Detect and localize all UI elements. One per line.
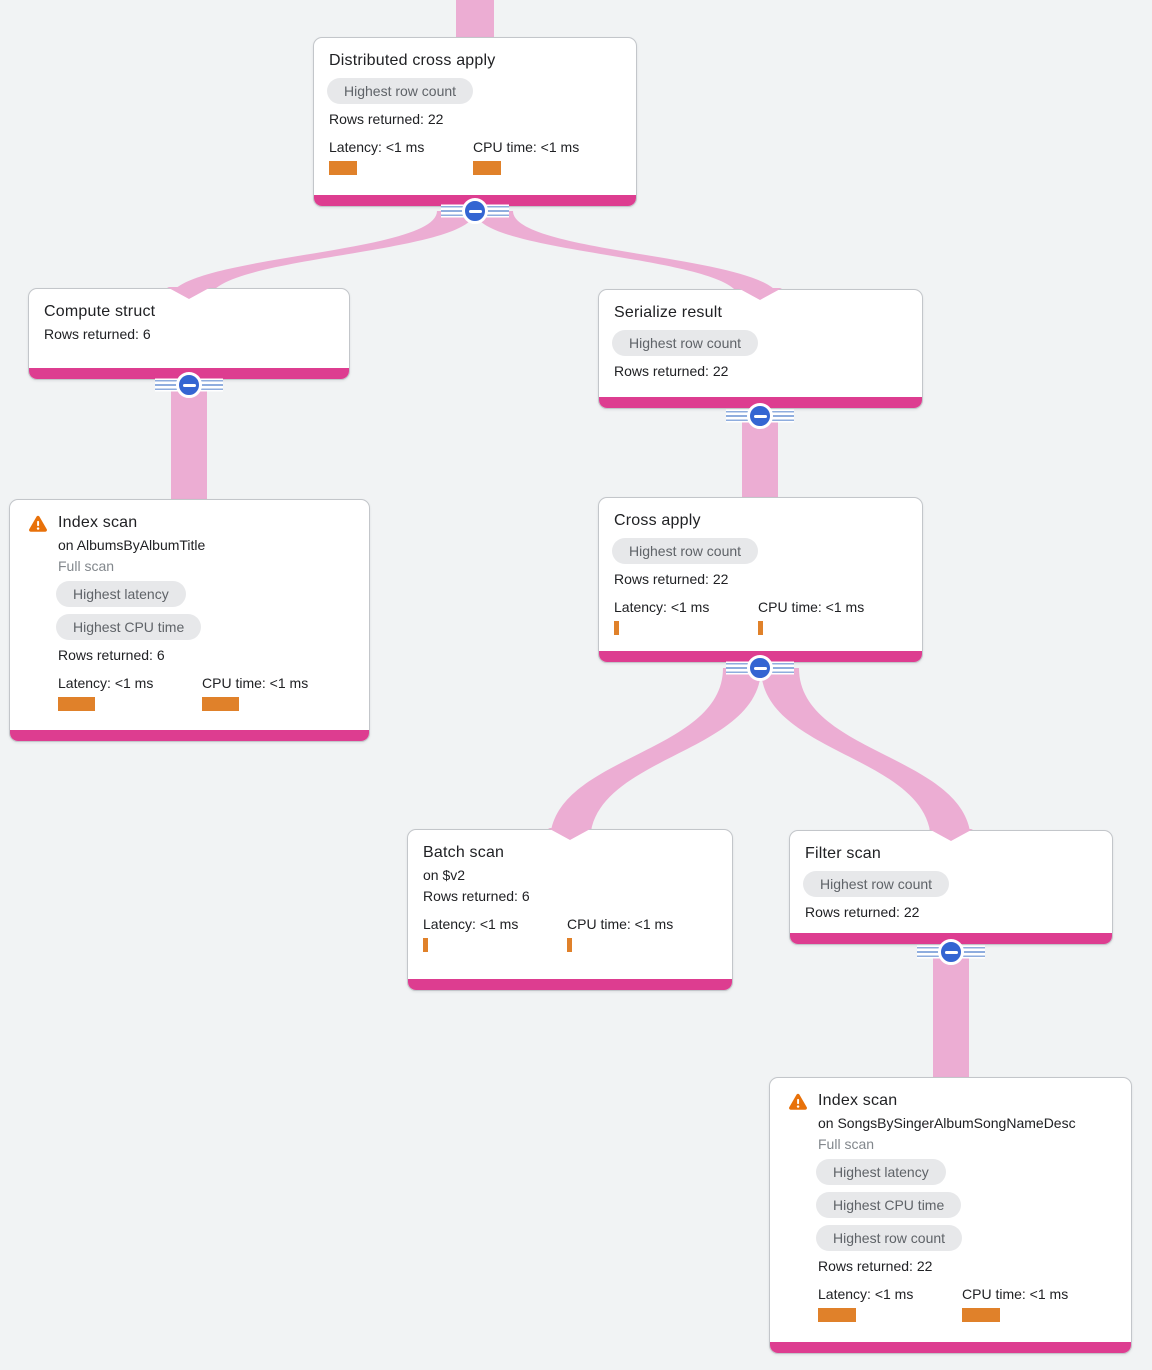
latency-label: Latency: <1 ms	[423, 916, 519, 932]
rows-returned: Rows returned: 6	[58, 647, 165, 663]
badge-highest-row-count: Highest row count	[612, 330, 759, 356]
plan-node-filter-scan[interactable]: Filter scan Highest row count Rows retur…	[789, 830, 1113, 945]
node-accent-bar	[790, 933, 1112, 944]
rows-returned: Rows returned: 22	[818, 1258, 933, 1274]
edge-cross-apply-to-batch-scan	[550, 668, 761, 842]
node-target: on $v2	[423, 867, 466, 883]
cpu-time-label: CPU time: <1 ms	[202, 675, 309, 691]
node-title: Filter scan	[805, 845, 881, 862]
collapse-button-filter-scan[interactable]	[917, 939, 985, 965]
latency-bar	[818, 1308, 856, 1322]
cpu-time-bar	[473, 161, 501, 175]
node-target: on SongsBySingerAlbumSongNameDesc	[818, 1115, 1076, 1131]
node-title: Compute struct	[44, 303, 156, 320]
minus-icon	[462, 198, 488, 224]
cpu-time-bar	[758, 621, 763, 635]
plan-node-serialize-result[interactable]: Serialize result Highest row count Rows …	[598, 289, 923, 409]
cpu-time-label: CPU time: <1 ms	[473, 139, 580, 155]
node-target: on AlbumsByAlbumTitle	[58, 537, 206, 553]
plan-node-cross-apply[interactable]: Cross apply Highest row count Rows retur…	[598, 497, 923, 663]
edge-distributed-cross-apply-to-compute-struct	[169, 211, 475, 300]
rows-returned: Rows returned: 22	[329, 111, 444, 127]
latency-bar	[58, 697, 95, 711]
collapse-button-distributed-cross-apply[interactable]	[441, 198, 509, 224]
rows-returned: Rows returned: 22	[614, 571, 729, 587]
cpu-time-bar	[567, 938, 572, 952]
edge-filter-scan-to-index-scan	[933, 952, 969, 1085]
collapse-button-cross-apply[interactable]	[726, 655, 794, 681]
cpu-time-label: CPU time: <1 ms	[758, 599, 865, 615]
badge-highest-latency: Highest latency	[56, 581, 186, 607]
latency-bar	[423, 938, 428, 952]
node-title: Distributed cross apply	[329, 52, 496, 69]
plan-node-index-scan-songs[interactable]: Index scan on SongsBySingerAlbumSongName…	[769, 1077, 1132, 1354]
collapse-button-compute-struct[interactable]	[155, 372, 223, 398]
plan-node-distributed-cross-apply[interactable]: Distributed cross apply Highest row coun…	[313, 37, 637, 207]
collapse-button-serialize-result[interactable]	[726, 403, 794, 429]
badge-highest-row-count: Highest row count	[612, 538, 759, 564]
plan-node-batch-scan[interactable]: Batch scan on $v2 Rows returned: 6 Laten…	[407, 829, 733, 991]
minus-icon	[747, 655, 773, 681]
scan-type: Full scan	[58, 558, 115, 574]
node-title: Index scan	[818, 1092, 898, 1109]
plan-node-index-scan-albums[interactable]: Index scan on AlbumsByAlbumTitle Full sc…	[9, 499, 370, 742]
latency-label: Latency: <1 ms	[58, 675, 154, 691]
node-title: Batch scan	[423, 844, 505, 861]
badge-highest-row-count: Highest row count	[327, 78, 474, 104]
warning-icon	[788, 1093, 808, 1342]
node-accent-bar	[599, 397, 922, 408]
edge-distributed-cross-apply-to-serialize-result	[475, 211, 780, 300]
cpu-time-label: CPU time: <1 ms	[962, 1286, 1069, 1302]
cpu-time-label: CPU time: <1 ms	[567, 916, 674, 932]
edge-cross-apply-to-filter-scan	[761, 668, 971, 842]
node-accent-bar	[770, 1342, 1131, 1353]
minus-icon	[176, 372, 202, 398]
node-accent-bar	[408, 979, 732, 990]
rows-returned: Rows returned: 6	[423, 888, 530, 904]
node-title: Serialize result	[614, 304, 723, 321]
scan-type: Full scan	[818, 1136, 875, 1152]
rows-returned: Rows returned: 6	[44, 326, 151, 342]
cpu-time-bar	[962, 1308, 1000, 1322]
node-accent-bar	[10, 730, 369, 741]
latency-label: Latency: <1 ms	[818, 1286, 914, 1302]
warning-icon	[28, 515, 48, 730]
badge-highest-latency: Highest latency	[816, 1159, 946, 1185]
cpu-time-bar	[202, 697, 239, 711]
plan-node-compute-struct[interactable]: Compute struct Rows returned: 6	[28, 288, 350, 380]
rows-returned: Rows returned: 22	[614, 363, 729, 379]
edge-compute-struct-to-index-scan	[171, 385, 207, 505]
latency-label: Latency: <1 ms	[614, 599, 710, 615]
edge-serialize-result-to-cross-apply	[742, 416, 778, 505]
minus-icon	[747, 403, 773, 429]
rows-returned: Rows returned: 22	[805, 904, 920, 920]
minus-icon	[938, 939, 964, 965]
badge-highest-row-count: Highest row count	[816, 1225, 963, 1251]
badge-highest-cpu-time: Highest CPU time	[56, 614, 202, 640]
node-title: Cross apply	[614, 512, 701, 529]
node-title: Index scan	[58, 514, 138, 531]
latency-label: Latency: <1 ms	[329, 139, 425, 155]
badge-highest-cpu-time: Highest CPU time	[816, 1192, 962, 1218]
latency-bar	[329, 161, 357, 175]
latency-bar	[614, 621, 619, 635]
badge-highest-row-count: Highest row count	[803, 871, 950, 897]
